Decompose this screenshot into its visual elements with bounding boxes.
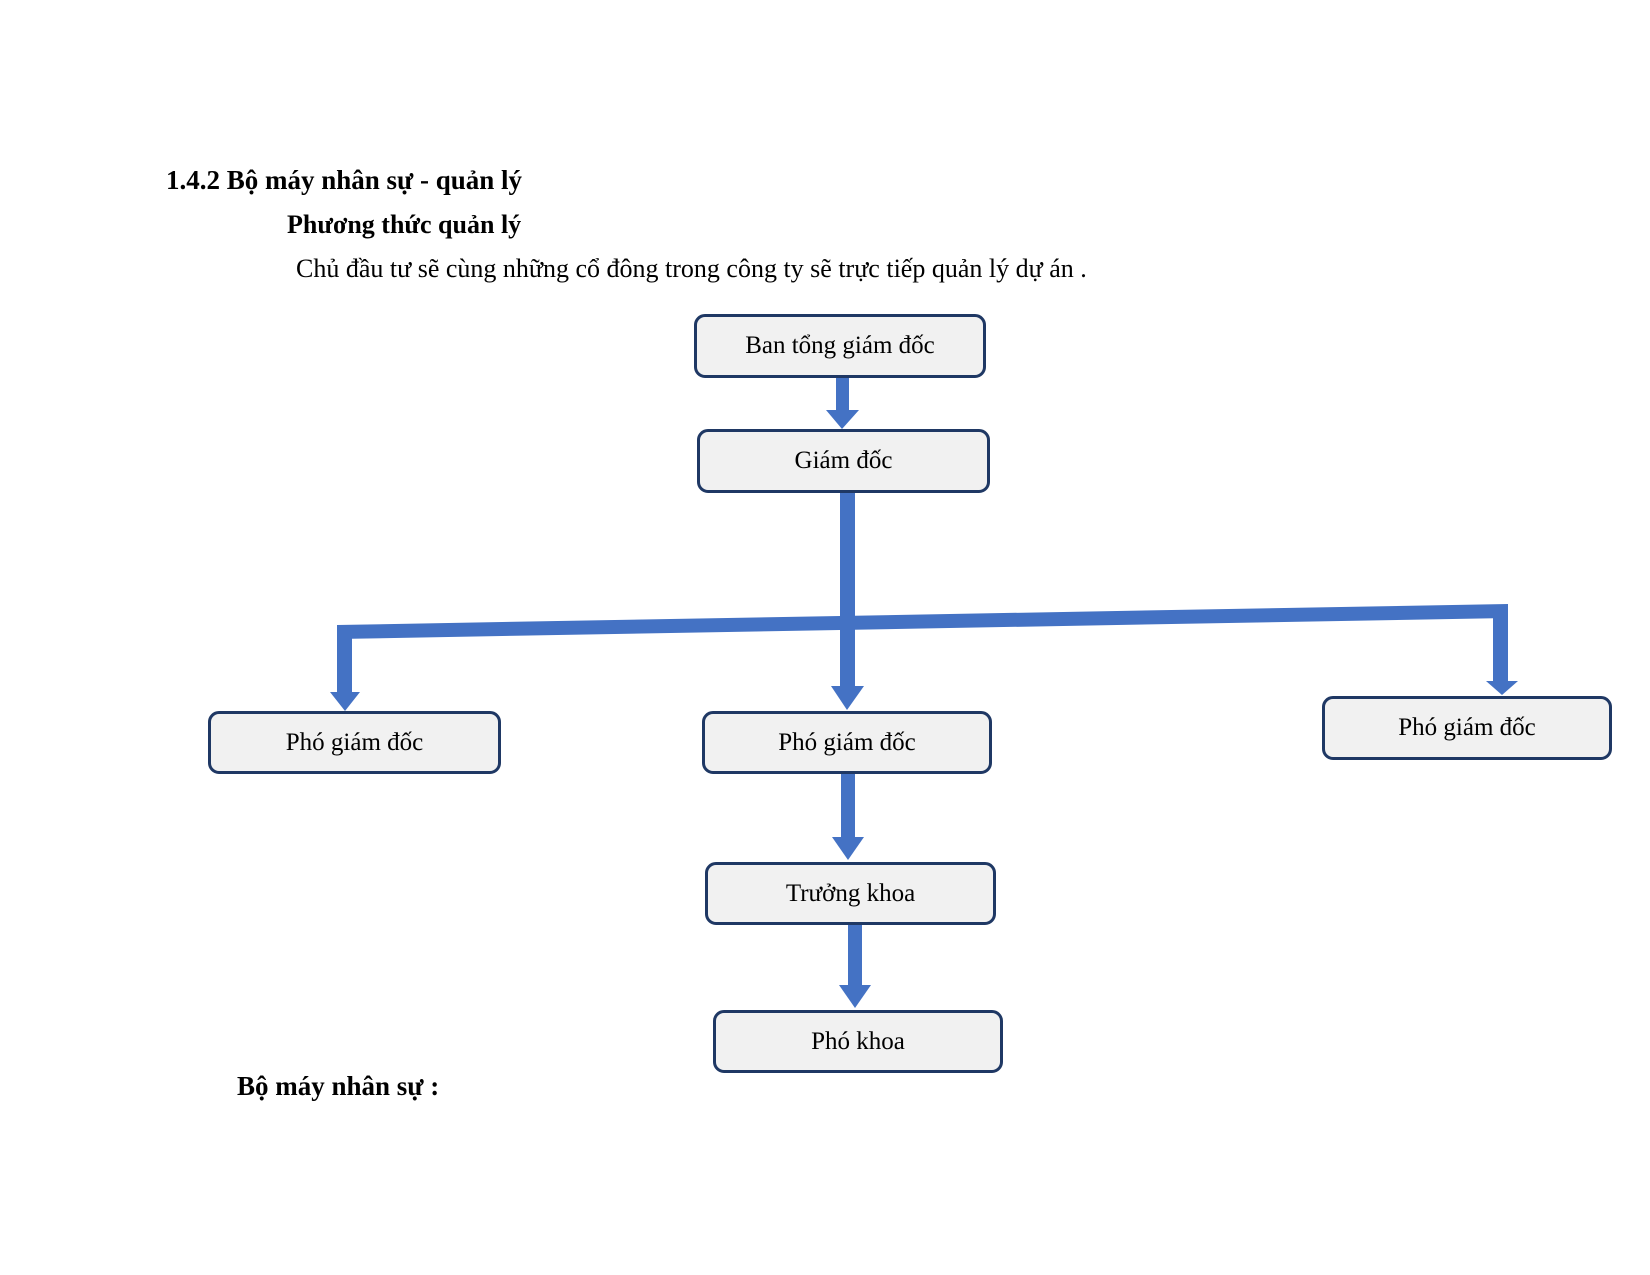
node-pho-giam-doc-right: Phó giám đốc	[1322, 696, 1612, 760]
arrow-to-pho-right	[1486, 610, 1518, 695]
node-label: Trưởng khoa	[785, 879, 916, 907]
node-pho-giam-doc-left: Phó giám đốc	[208, 711, 501, 774]
section-heading: 1.4.2 Bộ máy nhân sự - quản lý	[166, 165, 523, 195]
arrow-giam-doc-to-pho-center	[831, 492, 864, 710]
node-label: Phó giám đốc	[285, 728, 424, 756]
node-pho-giam-doc-center: Phó giám đốc	[702, 711, 992, 774]
node-giam-doc: Giám đốc	[697, 429, 990, 493]
branch-bar	[337, 604, 1508, 639]
node-label: Phó giám đốc	[778, 728, 916, 756]
node-label: Phó khoa	[811, 1027, 905, 1055]
footer-label: Bộ máy nhân sự :	[237, 1071, 440, 1101]
node-label: Phó giám đốc	[1398, 714, 1536, 741]
arrow-ban-tong-to-giam-doc	[826, 377, 859, 429]
arrow-truong-khoa-to-pho-khoa	[839, 924, 871, 1008]
node-label: Ban tổng giám đốc	[745, 332, 935, 359]
arrow-to-pho-left	[330, 630, 360, 711]
arrow-pho-center-to-truong-khoa	[832, 773, 864, 860]
node-truong-khoa: Trưởng khoa	[705, 862, 996, 925]
intro-paragraph: Chủ đầu tư sẽ cùng những cổ đông trong c…	[296, 254, 1087, 283]
subsection-heading: Phương thức quản lý	[287, 210, 522, 239]
node-label: Giám đốc	[794, 447, 893, 474]
node-pho-khoa: Phó khoa	[713, 1010, 1003, 1073]
node-ban-tong-giam-doc: Ban tổng giám đốc	[694, 314, 986, 378]
